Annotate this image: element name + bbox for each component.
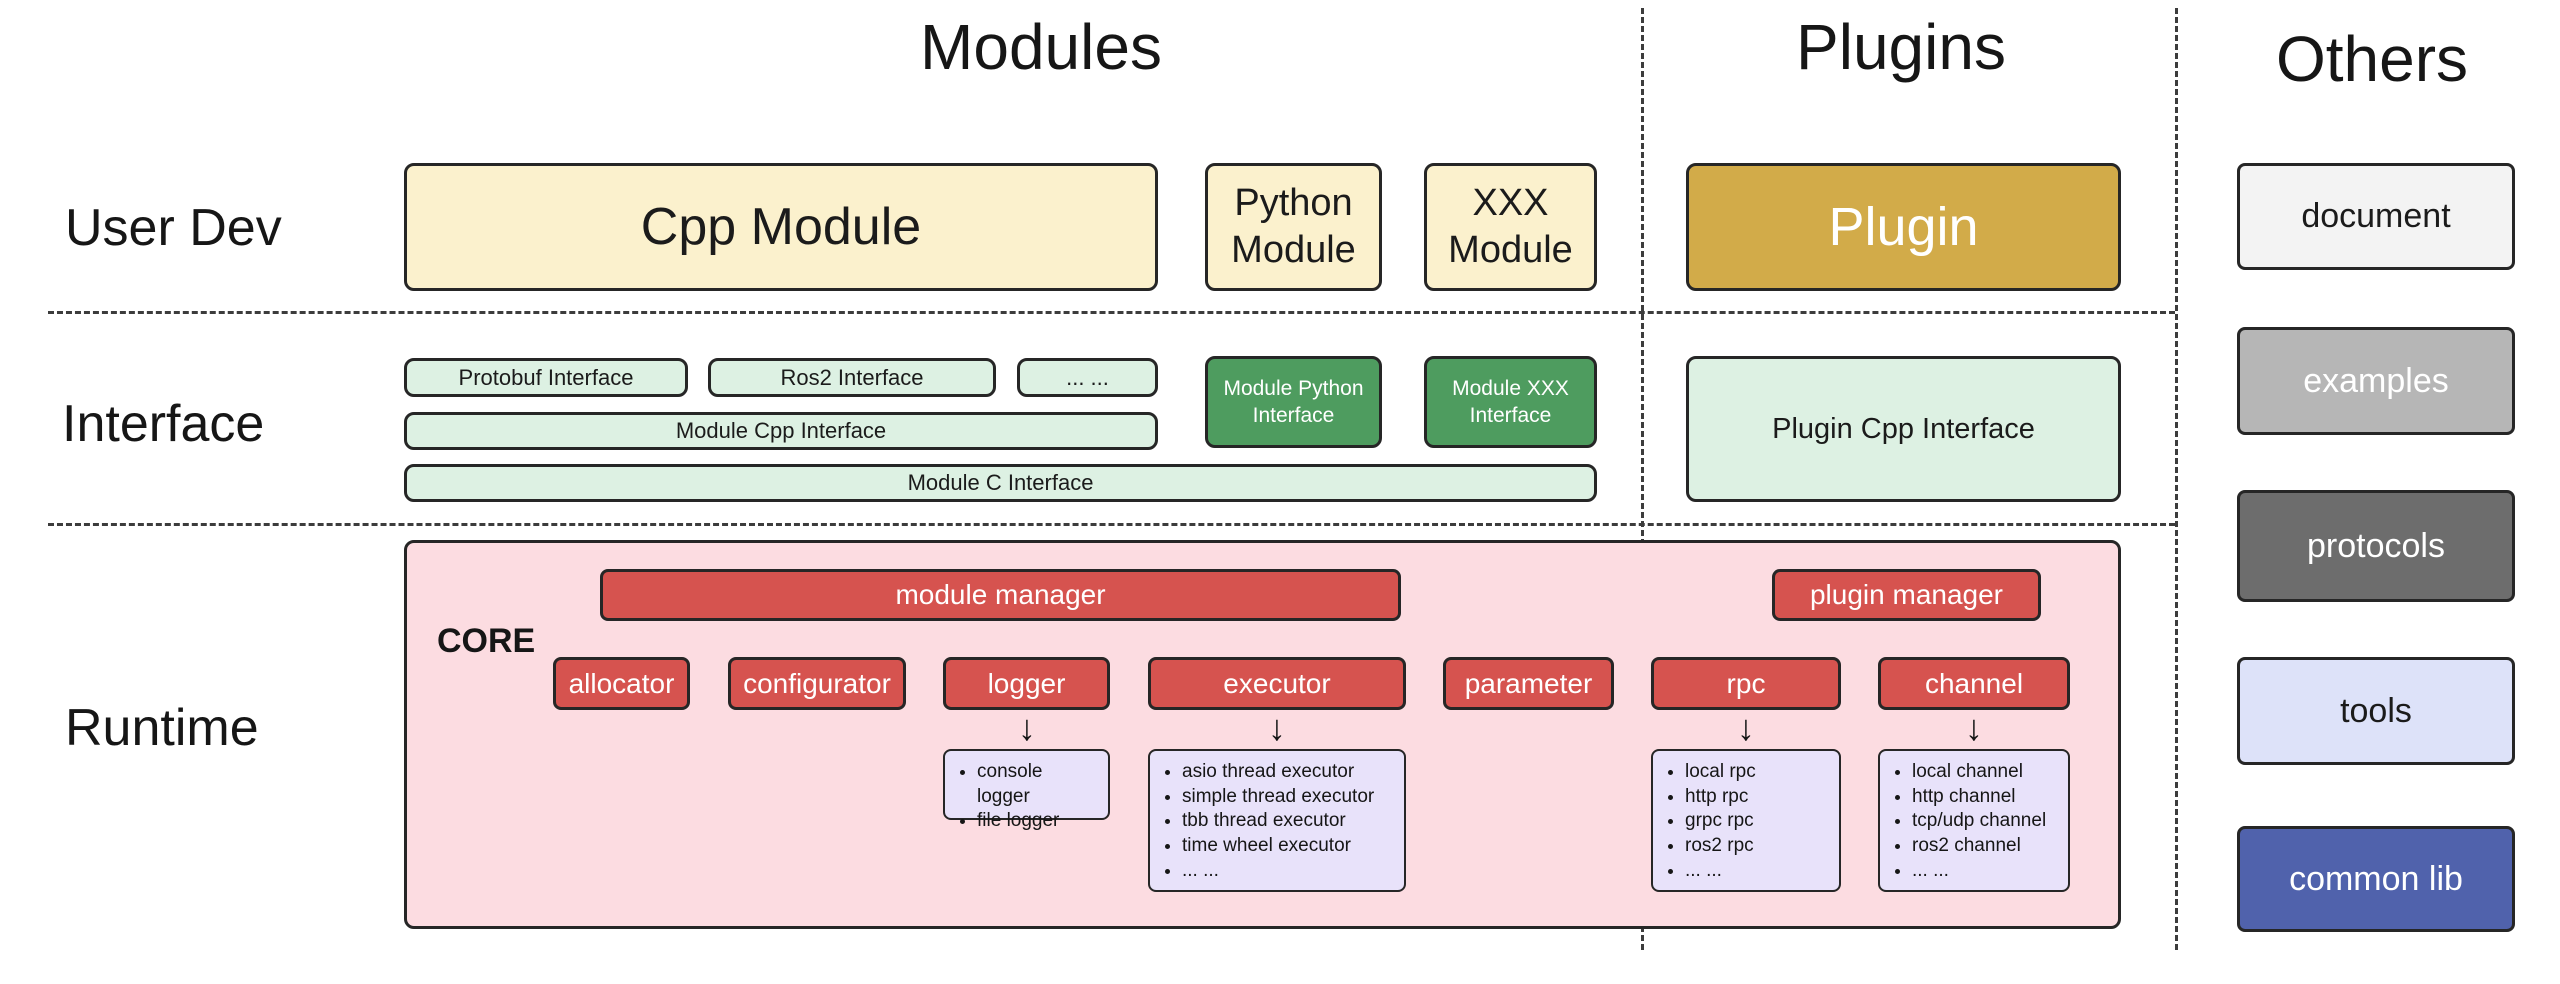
- impl-list-item: console logger: [977, 760, 1100, 809]
- protobuf-interface-box: Protobuf Interface: [404, 358, 688, 397]
- channel-impl-list: local channelhttp channeltcp/udp channel…: [1878, 749, 2070, 892]
- module-manager-box: module manager: [600, 569, 1401, 621]
- module-cpp-interface-box: Module Cpp Interface: [404, 412, 1158, 450]
- impl-list-item: local rpc: [1685, 760, 1831, 785]
- plugins-header: Plugins: [1796, 11, 2006, 83]
- impl-list-item: ... ...: [1685, 859, 1831, 884]
- channel-box: channel: [1878, 657, 2070, 710]
- configurator-box: configurator: [728, 657, 906, 710]
- plugin-box: Plugin: [1686, 163, 2121, 291]
- modules-plugins-separator: [1641, 8, 1644, 950]
- core-label: CORE: [437, 622, 536, 660]
- xxx-module-box: XXX Module: [1424, 163, 1597, 291]
- down-arrow-icon: ↓: [1737, 707, 1755, 748]
- interface-runtime-separator: [48, 523, 2175, 526]
- impl-list-item: simple thread executor: [1182, 785, 1396, 810]
- row-label-user-dev: User Dev: [65, 199, 282, 257]
- down-arrow-icon: ↓: [1268, 707, 1286, 748]
- interface-ellipsis-box: ... ...: [1017, 358, 1158, 397]
- impl-list-item: time wheel executor: [1182, 834, 1396, 859]
- others-tools-box: tools: [2237, 657, 2515, 765]
- impl-list-item: file logger: [977, 809, 1100, 834]
- others-examples-box: examples: [2237, 327, 2515, 435]
- executor-impl-list: asio thread executorsimple thread execut…: [1148, 749, 1406, 892]
- allocator-box: allocator: [553, 657, 690, 710]
- rpc-impl-list: local rpchttp rpcgrpc rpcros2 rpc... ...: [1651, 749, 1841, 892]
- impl-list-item: ... ...: [1182, 859, 1396, 884]
- impl-list-item: tbb thread executor: [1182, 809, 1396, 834]
- userdev-interface-separator: [48, 311, 2175, 314]
- ros2-interface-box: Ros2 Interface: [708, 358, 996, 397]
- impl-list-item: ros2 rpc: [1685, 834, 1831, 859]
- impl-list-item: grpc rpc: [1685, 809, 1831, 834]
- impl-list-item: ... ...: [1912, 859, 2060, 884]
- cpp-module-box: Cpp Module: [404, 163, 1158, 291]
- down-arrow-icon: ↓: [1965, 707, 1983, 748]
- impl-list-item: asio thread executor: [1182, 760, 1396, 785]
- rpc-box: rpc: [1651, 657, 1841, 710]
- module-python-interface-box: Module Python Interface: [1205, 356, 1382, 448]
- logger-impl-list: console loggerfile logger: [943, 749, 1110, 831]
- module-c-interface-box: Module C Interface: [404, 464, 1597, 502]
- executor-box: executor: [1148, 657, 1406, 710]
- plugins-others-separator: [2175, 8, 2178, 950]
- modules-header: Modules: [920, 11, 1162, 83]
- others-document-box: document: [2237, 163, 2515, 270]
- down-arrow-icon: ↓: [1018, 707, 1036, 748]
- others-protocols-box: protocols: [2237, 490, 2515, 602]
- python-module-box: Python Module: [1205, 163, 1382, 291]
- logger-box: logger: [943, 657, 1110, 710]
- impl-list-item: http rpc: [1685, 785, 1831, 810]
- plugin-manager-box: plugin manager: [1772, 569, 2041, 621]
- impl-list-item: local channel: [1912, 760, 2060, 785]
- parameter-box: parameter: [1443, 657, 1614, 710]
- others-common-lib-box: common lib: [2237, 826, 2515, 932]
- impl-list-item: tcp/udp channel: [1912, 809, 2060, 834]
- row-label-interface: Interface: [62, 395, 265, 453]
- row-label-runtime: Runtime: [65, 699, 259, 757]
- impl-list-item: http channel: [1912, 785, 2060, 810]
- plugin-cpp-interface-box: Plugin Cpp Interface: [1686, 356, 2121, 502]
- others-header: Others: [2275, 23, 2469, 95]
- module-xxx-interface-box: Module XXX Interface: [1424, 356, 1597, 448]
- impl-list-item: ros2 channel: [1912, 834, 2060, 859]
